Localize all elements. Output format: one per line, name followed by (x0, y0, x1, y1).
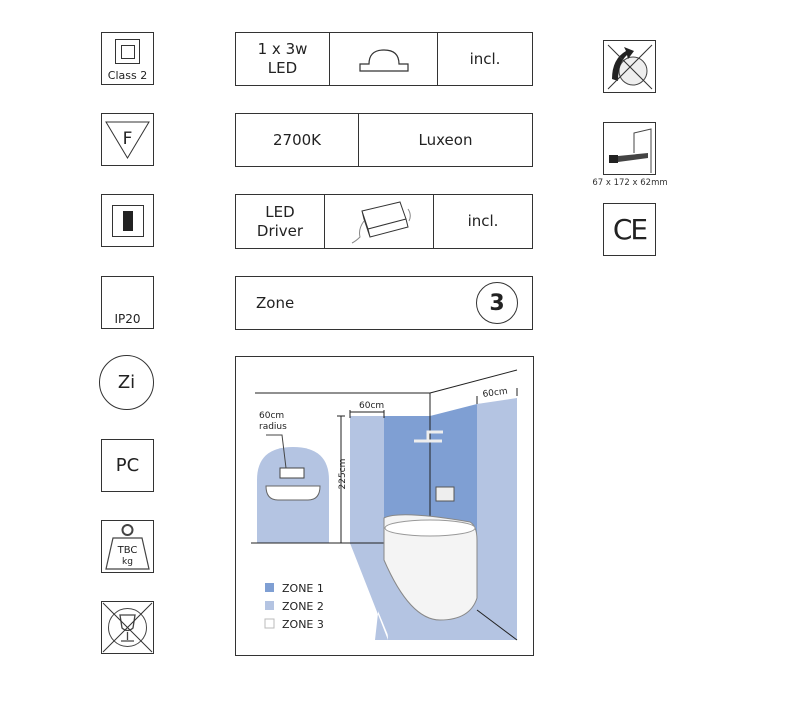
zone-label: Zone (256, 294, 295, 312)
legend-zone2-label: ZONE 2 (282, 600, 324, 613)
no-insulation-cover-icon (603, 40, 656, 93)
shower-control-icon (435, 486, 455, 502)
zone-number: 3 (489, 290, 505, 316)
zi-label: Zi (117, 372, 136, 393)
ip-rating-label: IP20 (114, 312, 141, 326)
legend-zone2-swatch (265, 601, 274, 610)
class2-label: Class 2 (107, 69, 148, 82)
lamp-included: incl. (469, 49, 501, 68)
shower-head-icon (414, 430, 443, 443)
driver-box-icon (325, 195, 434, 248)
led-brand: Luxeon (418, 130, 473, 149)
sink-radius-line1: 60cm (259, 411, 284, 421)
zone-spec-row: Zone 3 (235, 276, 533, 330)
zone2-floor-left (350, 543, 420, 640)
switch-icon (101, 194, 154, 247)
lamp-type: LED (267, 59, 298, 77)
zone2-left-strip (350, 416, 384, 544)
colour-temperature: 2700K (236, 114, 359, 166)
legend-zone1-label: ZONE 1 (282, 582, 324, 595)
sink-radius-line2: radius (259, 422, 287, 432)
zone-height: 225cm (338, 459, 348, 490)
driver-included: incl. (467, 212, 499, 230)
f-mark-letter: F (123, 129, 133, 149)
material-label: PC (115, 455, 140, 476)
cutout-dimensions: 67 x 172 x 62mm (592, 178, 668, 188)
lamp-wattage: 1 x 3w (257, 40, 308, 58)
f-mark-icon: F (101, 113, 154, 166)
led-chip-icon (330, 33, 438, 85)
ce-mark-icon: CE (603, 203, 656, 256)
legend-zone3-swatch (264, 618, 275, 629)
material-icon: PC (101, 439, 154, 492)
zi-icon: Zi (99, 355, 154, 410)
zone2-right-strip (477, 398, 517, 640)
bathtub-icon (383, 514, 478, 621)
ip-rating-icon: IP20 (101, 276, 154, 329)
weight-value: TBC (117, 545, 138, 556)
ce-mark: CE (612, 213, 648, 246)
weight-unit: kg (122, 557, 133, 567)
driver-line2: Driver (256, 221, 304, 240)
legend-zone3-label: ZONE 3 (282, 618, 324, 631)
cutout-icon (603, 122, 656, 175)
legend-zone1-swatch (265, 583, 274, 592)
zone-number-badge: 3 (476, 282, 518, 324)
driver-line1: LED (265, 202, 295, 221)
zone1-right-wall (430, 404, 477, 545)
weight-icon: TBC kg (101, 520, 154, 573)
class2-icon: Class 2 (101, 32, 154, 85)
no-glass-icon (101, 601, 154, 654)
colour-spec-row: 2700K Luxeon (235, 113, 533, 167)
right-wall-width: 60cm (482, 387, 508, 400)
tap-icon (279, 467, 305, 479)
left-wall-width: 60cm (359, 401, 384, 411)
bathroom-zone-diagram: 60cm 60cm 225cm 60cm radius ZONE 1 ZONE … (235, 356, 534, 656)
sink-icon (265, 485, 321, 501)
